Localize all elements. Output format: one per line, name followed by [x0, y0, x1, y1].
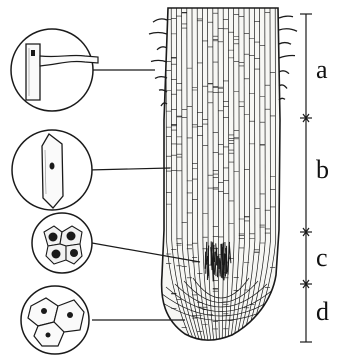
zone-d-label: d: [316, 297, 329, 326]
root-cap-cells-icon: [21, 286, 89, 354]
root-body: [148, 8, 294, 340]
root-hair-cell-icon: [11, 29, 98, 111]
meristem-cells-icon: [32, 213, 92, 273]
zone-c-label: c: [316, 243, 328, 272]
zone-a-label: a: [316, 55, 328, 84]
elongated-cell-icon: [12, 130, 92, 210]
zone-bracket: [300, 14, 312, 342]
zone-b-label: b: [316, 155, 329, 184]
